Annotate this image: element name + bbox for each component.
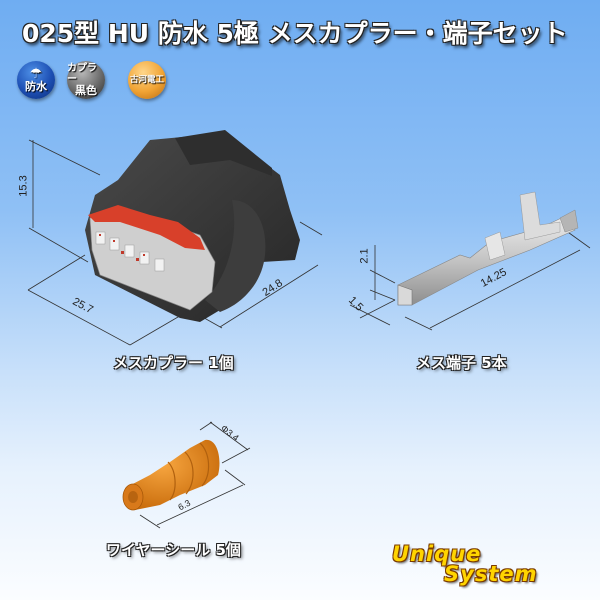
waterproof-badge: ☂ 防水 — [17, 61, 55, 99]
wire-seal-image — [122, 439, 220, 511]
badge-label: 黒色 — [75, 84, 97, 97]
badge-label: 防水 — [25, 80, 47, 93]
coupler-label: メスカプラー 1個 — [113, 354, 234, 372]
unique-system-logo: Unique System — [392, 542, 538, 586]
manufacturer-badge: 古河電工 — [128, 61, 166, 99]
coupler-height-dimension: 15.3 — [17, 175, 30, 197]
logo-line1: Unique — [392, 542, 482, 566]
coupler-dimension-lines — [27, 139, 323, 346]
coupler-image — [85, 130, 300, 322]
page-title: 025型 HU 防水 5極 メスカプラー・端子セット — [22, 19, 568, 48]
badge-label: カプラー — [67, 63, 97, 85]
terminal-image — [397, 191, 579, 306]
seal-label: ワイヤーシール 5個 — [106, 541, 241, 559]
terminal-label: メス端子 5本 — [416, 354, 507, 372]
coupler-color-badge: カプラー 黒色 — [67, 61, 105, 99]
umbrella-icon: ☂ — [29, 66, 43, 82]
badge-label: 古河電工 — [129, 74, 164, 85]
terminal-dimension-lines — [349, 229, 591, 331]
terminal-height-dimension: 2.1 — [358, 248, 371, 264]
logo-line2: System — [444, 562, 538, 586]
seal-dimension-lines — [139, 421, 251, 529]
